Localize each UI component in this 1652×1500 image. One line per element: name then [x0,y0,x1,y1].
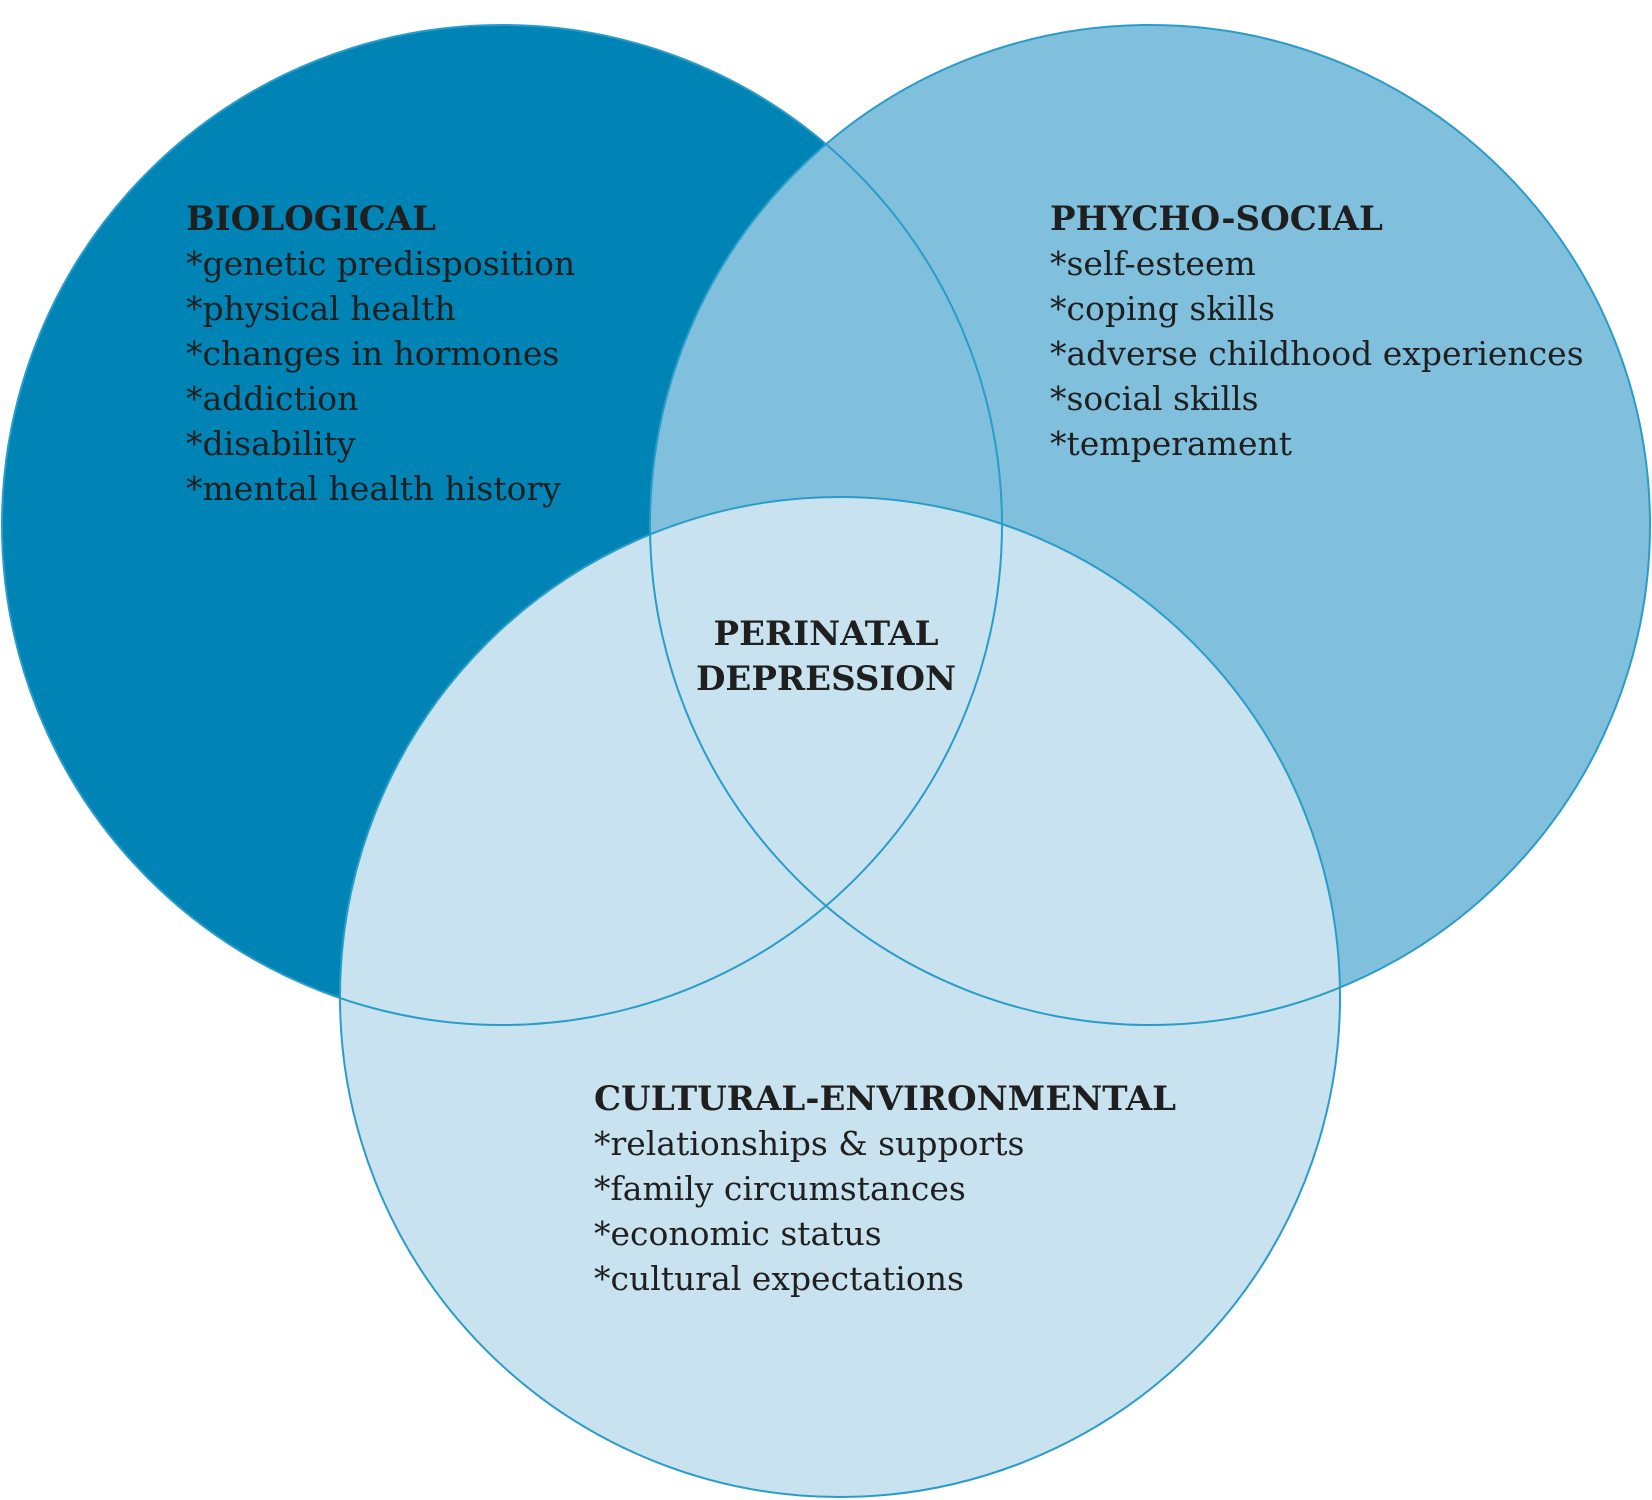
circle-outlines [1,24,1651,1498]
psychosocial-item: *coping skills [1050,289,1275,328]
biological-item: *physical health [186,289,456,328]
cultural-environmental-circle-top [340,497,1340,1497]
cultural-title: CULTURAL-ENVIRONMENTAL [594,1079,1176,1119]
cultural-item: *cultural expectations [594,1259,964,1298]
cultural-item: *economic status [594,1214,882,1253]
psychosocial-label-group: PHYCHO-SOCIAL *self-esteem *coping skill… [1050,199,1584,463]
psychosocial-title: PHYCHO-SOCIAL [1050,199,1383,239]
biological-item: *genetic predisposition [186,244,575,283]
psychosocial-item: *temperament [1050,424,1292,463]
cultural-environmental-outline [339,496,1341,1498]
biological-item: *mental health history [186,469,561,508]
psychosocial-item: *self-esteem [1050,244,1256,283]
biological-item: *changes in hormones [186,334,559,373]
center-title-line2: DEPRESSION [696,659,956,699]
psychosocial-item: *social skills [1050,379,1259,418]
biological-item: *addiction [186,379,358,418]
cultural-item: *relationships & supports [594,1124,1024,1163]
cultural-label-group: CULTURAL-ENVIRONMENTAL *relationships & … [594,1079,1176,1298]
biological-item: *disability [186,424,356,463]
cultural-item: *family circumstances [594,1169,966,1208]
center-title-line1: PERINATAL [714,614,939,654]
psychosocial-item: *adverse childhood experiences [1050,334,1584,373]
psychosocial-outline [649,24,1651,1026]
biological-label-group: BIOLOGICAL *genetic predisposition *phys… [186,199,575,508]
center-label-group: PERINATAL DEPRESSION [696,614,956,699]
biological-title: BIOLOGICAL [186,199,436,239]
